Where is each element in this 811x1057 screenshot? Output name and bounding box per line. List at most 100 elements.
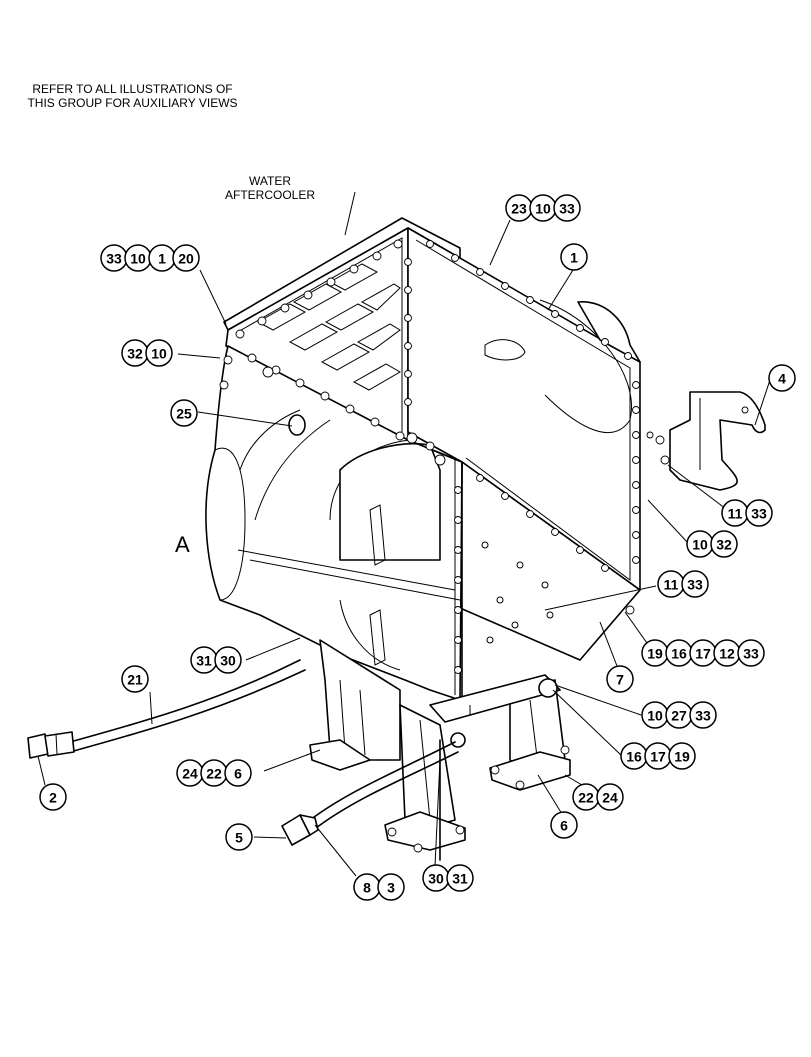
callout-number: 17 [695, 646, 711, 662]
callout-number: 21 [127, 672, 143, 688]
lower-rail [429, 674, 561, 748]
callout-number: 32 [716, 537, 732, 553]
callout-bubble: 19 [641, 639, 669, 667]
callout-circle [560, 243, 588, 271]
callout-circle [214, 646, 242, 674]
callout-number: 10 [535, 201, 551, 217]
callout-bubble: 24 [596, 783, 624, 811]
callout-bubble: 7 [606, 665, 634, 693]
callout-bubble: 10 [686, 530, 714, 558]
callout-number: 10 [151, 346, 167, 362]
callout-number: 33 [743, 646, 759, 662]
callout-number: 3 [387, 880, 395, 896]
callout-number: 17 [650, 749, 666, 765]
callout-25: 25 [170, 399, 198, 427]
callout-bubble: 22 [572, 783, 600, 811]
callout-circle [121, 665, 149, 693]
callout-circle [745, 499, 773, 527]
callout-19-16-17-12-33: 19 16 17 12 33 [641, 639, 765, 667]
callout-2: 2 [39, 783, 67, 811]
callout-23-10-33: 23 10 33 [505, 194, 581, 222]
callout-bubble: 19 [668, 742, 696, 770]
callout-circle [446, 864, 474, 892]
flange-bolts [219, 239, 640, 674]
callout-number: 6 [234, 766, 242, 782]
mounting-bracket [646, 391, 766, 491]
callout-circle [145, 339, 173, 367]
callout-bubble: 11 [721, 499, 749, 527]
callout-bubble: 33 [681, 570, 709, 598]
callout-circle [377, 873, 405, 901]
callout-number: 7 [616, 672, 624, 688]
callout-number: 33 [559, 201, 575, 217]
leader-lines [37, 191, 771, 877]
callout-circle [224, 759, 252, 787]
callout-bubble: 6 [550, 811, 578, 839]
callout-bubble: 10 [124, 244, 152, 272]
callout-circle [710, 530, 738, 558]
callout-circle [172, 244, 200, 272]
callout-bubble: 8 [353, 873, 381, 901]
callout-circle [170, 399, 198, 427]
callout-1: 1 [560, 243, 588, 271]
callout-number: 31 [452, 871, 468, 887]
support-center [384, 704, 466, 853]
callout-bubble: 16 [620, 742, 648, 770]
callout-bubble: 17 [689, 639, 717, 667]
callout-number: 33 [106, 251, 122, 267]
callout-32-10: 32 10 [121, 339, 173, 367]
aftercooler-housing [407, 227, 641, 661]
callout-bubble: 1 [560, 243, 588, 271]
callout-number: 10 [647, 708, 663, 724]
callout-bubble: 6 [224, 759, 252, 787]
callout-circle [606, 665, 634, 693]
support-left [309, 639, 401, 771]
callout-bubble: 5 [225, 823, 253, 851]
callout-bubble: 23 [505, 194, 533, 222]
callout-number: 30 [220, 653, 236, 669]
callout-bubble: 16 [665, 639, 693, 667]
hose-assembly [27, 659, 306, 759]
callout-bubble: 31 [446, 864, 474, 892]
callout-bubble: 30 [214, 646, 242, 674]
callout-circle [768, 364, 796, 392]
callout-bubble: 4 [768, 364, 796, 392]
inlet-manifold [205, 345, 463, 701]
callout-bubble: 30 [422, 864, 450, 892]
callout-number: 22 [578, 790, 594, 806]
callout-bubble: 33 [689, 701, 717, 729]
callout-circle [225, 823, 253, 851]
reference-note-line2: THIS GROUP FOR AUXILIARY VIEWS [27, 96, 238, 110]
callout-bubble: 21 [121, 665, 149, 693]
callout-number: 32 [127, 346, 143, 362]
callout-bubble: 2 [39, 783, 67, 811]
callout-bubble: 1 [148, 244, 176, 272]
view-a-marker: A [175, 532, 190, 557]
callout-number: 12 [719, 646, 735, 662]
support-right [489, 679, 571, 791]
callout-circle [550, 811, 578, 839]
callout-number: 23 [511, 201, 527, 217]
callout-bubble: 12 [713, 639, 741, 667]
callout-number: 1 [158, 251, 166, 267]
callout-circle [737, 639, 765, 667]
callout-bubble: 25 [170, 399, 198, 427]
callout-number: 27 [671, 708, 687, 724]
callout-number: 33 [687, 577, 703, 593]
callout-number: 25 [176, 406, 192, 422]
callout-bubble: 31 [190, 646, 218, 674]
callout-number: 16 [671, 646, 687, 662]
callout-circle [39, 783, 67, 811]
callout-bubble: 10 [145, 339, 173, 367]
callout-number: 22 [206, 766, 222, 782]
callout-number: 19 [647, 646, 663, 662]
callout-circle [668, 742, 696, 770]
callout-number: 1 [570, 250, 578, 266]
callout-number: 24 [602, 790, 618, 806]
